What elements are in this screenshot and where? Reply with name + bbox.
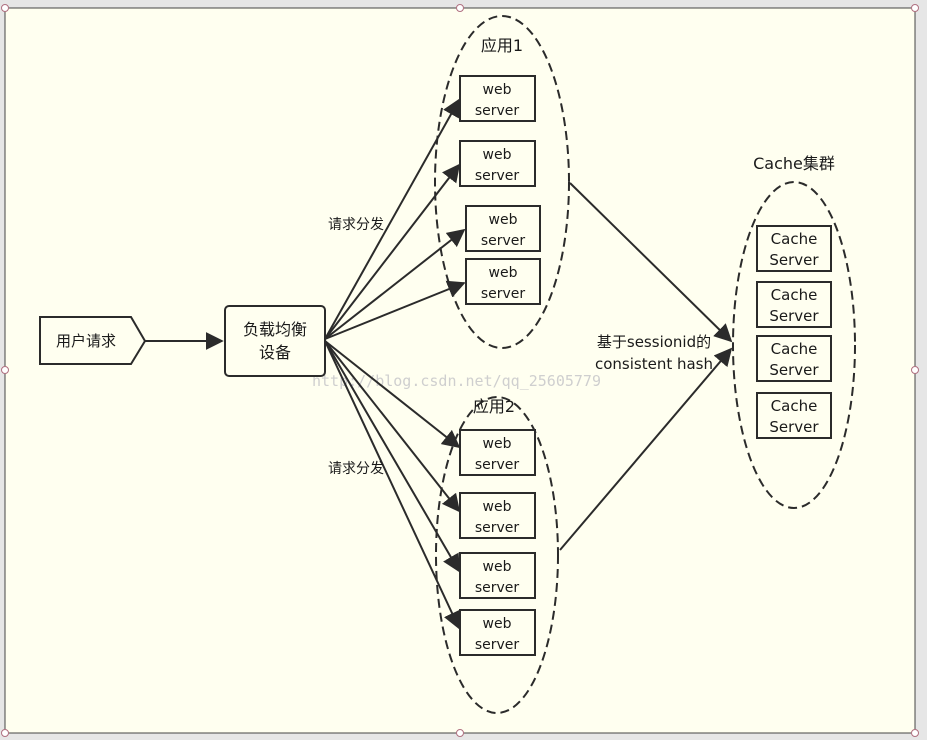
server-label-line1: web: [483, 559, 512, 575]
dispatch-label-bottom: 请求分发: [328, 461, 384, 477]
app2-server[interactable]: web server: [459, 492, 536, 539]
server-label-line1: web: [489, 265, 518, 281]
resize-handle[interactable]: [911, 4, 919, 12]
app1-title: 应用1: [481, 36, 523, 55]
server-label-line2: server: [475, 168, 520, 184]
dispatch-label-top: 请求分发: [328, 217, 384, 233]
app2-group: [435, 396, 559, 714]
app1-server[interactable]: web server: [459, 75, 536, 122]
user-request-shape[interactable]: [39, 316, 147, 365]
load-balancer-label-line1: 负载均衡: [243, 320, 307, 339]
dispatch-arrow: [324, 340, 460, 573]
hash-label-line2: consistent hash: [595, 355, 713, 373]
cache-server[interactable]: Cache Server: [756, 335, 832, 382]
cache-cluster-group: [732, 181, 856, 509]
server-label-line2: server: [475, 520, 520, 536]
watermark: http://blog.csdn.net/qq_25605779: [312, 372, 601, 390]
server-label-line2: server: [475, 457, 520, 473]
dispatch-arrow: [324, 98, 460, 340]
app2-server[interactable]: web server: [459, 609, 536, 656]
server-label-line2: server: [475, 637, 520, 653]
cache-server[interactable]: Cache Server: [756, 281, 832, 328]
server-label-line1: web: [483, 499, 512, 515]
cache-server[interactable]: Cache Server: [756, 225, 832, 272]
dispatch-arrows-app2: [324, 340, 461, 630]
server-label-line1: web: [483, 147, 512, 163]
server-label-line2: server: [475, 580, 520, 596]
server-label-line2: server: [481, 233, 526, 249]
user-request-label: 用户请求: [56, 332, 116, 350]
server-label-line1: web: [483, 436, 512, 452]
load-balancer-label-line2: 设备: [259, 343, 291, 362]
selection-handles[interactable]: [1, 4, 919, 737]
app2-server[interactable]: web server: [459, 552, 536, 599]
resize-handle[interactable]: [456, 4, 464, 12]
load-balancer-box[interactable]: [224, 305, 326, 377]
server-label-line2: Server: [769, 361, 819, 379]
server-label-line1: Cache: [771, 397, 818, 415]
app1-server[interactable]: web server: [465, 258, 541, 305]
app2-title: 应用2: [473, 397, 515, 416]
cache-server[interactable]: Cache Server: [756, 392, 832, 439]
server-label-line1: web: [483, 82, 512, 98]
resize-handle[interactable]: [1, 4, 9, 12]
server-label-line2: Server: [769, 251, 819, 269]
server-label-line2: server: [481, 286, 526, 302]
server-label-line2: Server: [769, 307, 819, 325]
server-label-line1: Cache: [771, 340, 818, 358]
resize-handle[interactable]: [1, 729, 9, 737]
resize-handle[interactable]: [456, 729, 464, 737]
server-label-line1: web: [489, 212, 518, 228]
app1-server[interactable]: web server: [465, 205, 541, 252]
app1-server[interactable]: web server: [459, 140, 536, 187]
dispatch-arrow: [324, 228, 466, 340]
resize-handle[interactable]: [911, 366, 919, 374]
dispatch-arrow: [324, 340, 461, 449]
resize-handle[interactable]: [911, 729, 919, 737]
server-label-line2: Server: [769, 418, 819, 436]
dispatch-arrow: [324, 280, 466, 340]
dispatch-arrow: [324, 163, 461, 340]
app1-group: [434, 15, 570, 349]
app2-server[interactable]: web server: [459, 429, 536, 476]
server-label-line1: Cache: [771, 286, 818, 304]
dispatch-arrow: [324, 340, 461, 630]
resize-handle[interactable]: [1, 366, 9, 374]
dispatch-arrow: [324, 340, 461, 513]
server-label-line1: Cache: [771, 230, 818, 248]
hash-arrow-app1: [569, 182, 733, 343]
dispatch-arrows-app1: [324, 98, 466, 340]
hash-arrow-app2: [559, 347, 733, 551]
hash-label-line1: 基于sessionid的: [597, 333, 711, 351]
server-label-line2: server: [475, 103, 520, 119]
server-label-line1: web: [483, 616, 512, 632]
cache-cluster-title: Cache集群: [753, 154, 835, 173]
